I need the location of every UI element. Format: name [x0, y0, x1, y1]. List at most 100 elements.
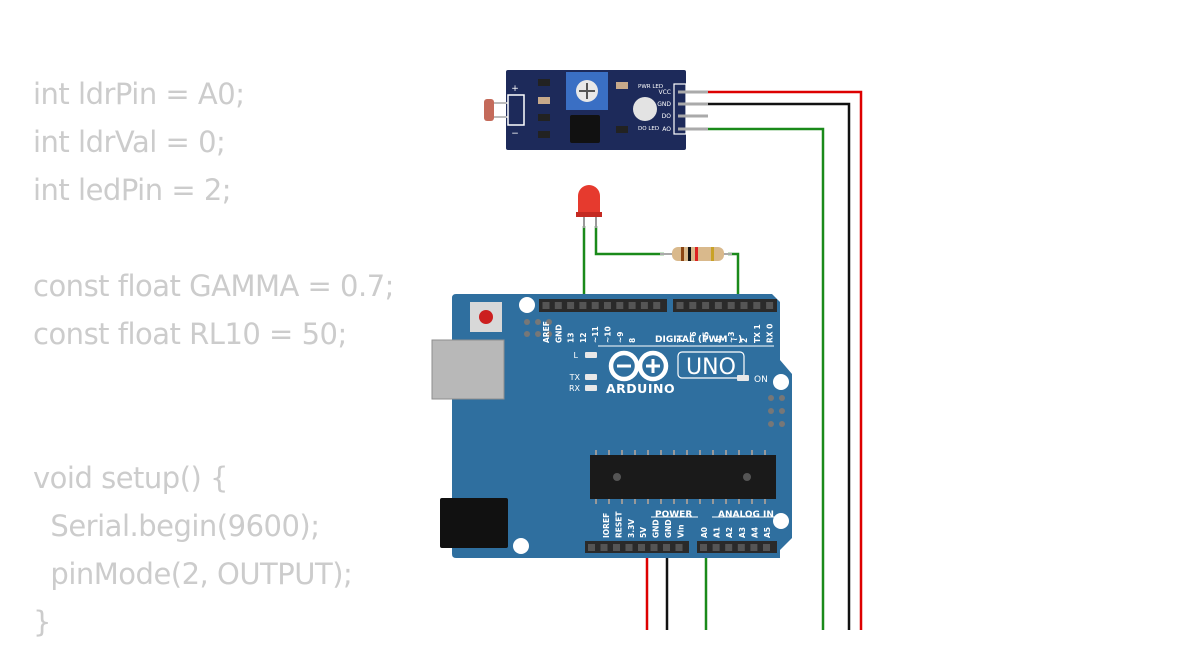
pin-hole[interactable]	[650, 544, 658, 551]
power-analog-pin-holes[interactable]	[588, 544, 770, 551]
pin-hole[interactable]	[554, 302, 562, 309]
pin-hole[interactable]	[676, 302, 684, 309]
pin-hole[interactable]	[628, 302, 636, 309]
pin-hole[interactable]	[567, 302, 575, 309]
l-led-label: L	[574, 351, 579, 360]
digital-pin-label: 12	[579, 333, 588, 343]
code-line: void setup() {	[33, 461, 228, 495]
pin-vcc-label: VCC	[659, 89, 671, 96]
digital-pin-label: 2	[740, 338, 749, 343]
pin-hole[interactable]	[638, 544, 645, 551]
pin-hole[interactable]	[616, 302, 624, 309]
digital-pin-label: ~10	[604, 326, 613, 343]
analog-pin-label: A4	[750, 527, 759, 538]
ldr-plus-label: +	[511, 84, 519, 94]
pin-hole[interactable]	[600, 544, 608, 551]
digital-pin-label: RX 0	[766, 324, 775, 343]
red-led[interactable]	[576, 185, 602, 228]
pin-hole[interactable]	[613, 544, 620, 551]
code-line: int ldrPin = A0;	[33, 77, 245, 111]
code-line: const float RL10 = 50;	[33, 317, 347, 351]
digital-pin-label: ~3	[727, 331, 736, 343]
digital-pin-label: ~6	[689, 331, 698, 343]
wire-vcc[interactable]	[688, 90, 863, 630]
pwr-led-icon	[633, 97, 657, 121]
pin-hole[interactable]	[588, 544, 595, 551]
analog-header-label: ANALOG IN	[718, 510, 774, 520]
digital-pin-label: 8	[628, 338, 637, 343]
analog-pin-label: A3	[738, 527, 747, 538]
analog-pin-label: A5	[763, 527, 772, 538]
digital-pin-label: ~11	[591, 326, 600, 343]
pin-hole[interactable]	[625, 544, 633, 551]
photoresistor-icon	[484, 99, 494, 121]
code-line: int ledPin = 2;	[33, 173, 232, 207]
power-pin-label: 3.3V	[627, 519, 636, 538]
wire-led-resistor[interactable]	[594, 226, 664, 256]
digital-pin-label: GND	[554, 324, 563, 343]
pin-hole[interactable]	[675, 544, 683, 551]
analog-pin-label: A0	[700, 527, 709, 538]
power-jack-icon	[440, 498, 508, 548]
pin-hole[interactable]	[737, 544, 745, 551]
pin-hole[interactable]	[653, 302, 661, 309]
pin-hole[interactable]	[750, 544, 758, 551]
pin-hole[interactable]	[725, 544, 733, 551]
uno-model-label: UNO	[686, 355, 736, 380]
digital-pin-holes[interactable]	[542, 302, 774, 309]
pin-hole[interactable]	[542, 302, 550, 309]
pin-hole[interactable]	[702, 302, 710, 309]
digital-pin-label: 4	[714, 338, 723, 343]
analog-pin-label: A1	[713, 527, 722, 538]
pin-hole[interactable]	[663, 544, 670, 551]
digital-pin-label: TX 1	[753, 324, 762, 343]
power-pin-label: Vin	[676, 524, 685, 538]
pwr-led-label: PWR LED	[638, 84, 663, 90]
on-led-label: ON	[754, 375, 768, 385]
power-pin-label: GND	[652, 519, 661, 538]
pin-hole[interactable]	[579, 302, 587, 309]
digital-pin-label: AREF	[542, 321, 551, 343]
ldr-sensor-module[interactable]: + − PWR LED DO LED VCC GND DO AO	[484, 70, 708, 150]
pin-hole[interactable]	[727, 302, 735, 309]
ldr-minus-label: −	[511, 129, 519, 139]
arduino-brand-label: ARDUINO	[606, 381, 675, 396]
tx-led-label: TX	[569, 373, 581, 382]
pin-hole[interactable]	[591, 302, 599, 309]
pin-hole[interactable]	[640, 302, 648, 309]
power-pin-label: RESET	[614, 511, 623, 538]
wires	[582, 90, 863, 630]
pin-do-label: DO	[662, 113, 672, 120]
code-line: const float GAMMA = 0.7;	[33, 269, 394, 303]
circuit-canvas[interactable]: + − PWR LED DO LED VCC GND DO AO	[0, 0, 1200, 630]
pin-ao-label: AO	[662, 126, 671, 133]
reset-button[interactable]	[479, 310, 493, 324]
code-editor-overlay: int ldrPin = A0;int ldrVal = 0;int ledPi…	[33, 70, 394, 646]
usb-port-icon	[431, 339, 505, 400]
pin-hole[interactable]	[740, 302, 748, 309]
wire-gnd[interactable]	[688, 102, 851, 630]
pin-hole[interactable]	[700, 544, 707, 551]
digital-pin-label: ~9	[616, 331, 625, 343]
resistor[interactable]	[660, 247, 732, 261]
pin-hole[interactable]	[753, 302, 761, 309]
code-line: pinMode(2, OUTPUT);	[33, 557, 353, 591]
pin-hole[interactable]	[712, 544, 720, 551]
digital-pin-label: ~5	[702, 331, 711, 343]
digital-pin-label: 7	[676, 338, 685, 343]
pin-hole[interactable]	[689, 302, 697, 309]
power-pin-label: GND	[664, 519, 673, 538]
power-pin-label: IOREF	[602, 513, 611, 538]
pin-hole[interactable]	[763, 544, 770, 551]
pin-hole[interactable]	[714, 302, 722, 309]
arduino-logo-icon	[608, 350, 669, 382]
pin-gnd-label: GND	[657, 101, 671, 108]
pin-hole[interactable]	[604, 302, 611, 309]
pin-hole[interactable]	[766, 302, 774, 309]
wire-ao[interactable]	[688, 127, 825, 630]
do-led-label: DO LED	[638, 126, 659, 132]
